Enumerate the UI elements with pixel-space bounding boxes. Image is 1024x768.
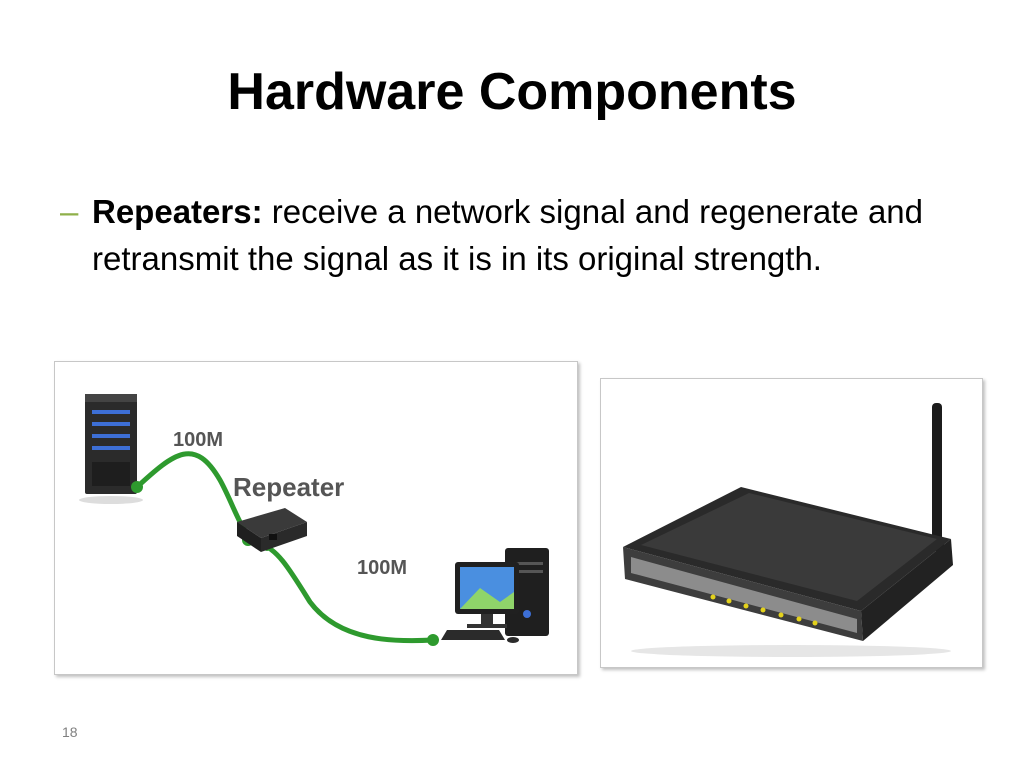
wireless-router-image	[600, 378, 983, 668]
bullet-text: Repeaters: receive a network signal and …	[92, 188, 952, 282]
repeater-device-icon	[237, 508, 307, 552]
bullet-term: Repeaters:	[92, 193, 263, 230]
repeater-diagram-image: 100M Repeater 100M	[54, 361, 578, 675]
cable-endpoint-computer	[427, 634, 439, 646]
bullet-description: receive a network signal and regenerate …	[92, 193, 923, 277]
label-top-speed: 100M	[173, 429, 223, 451]
cable-endpoint-server	[131, 481, 143, 493]
bullet-marker: –	[60, 193, 79, 230]
label-bottom-speed: 100M	[357, 557, 407, 579]
slide-title: Hardware Components	[227, 63, 797, 121]
page-number: 18	[62, 724, 78, 740]
wireless-router-icon	[623, 403, 953, 657]
server-tower-icon	[79, 394, 143, 504]
desktop-computer-icon	[441, 548, 549, 643]
label-repeater: Repeater	[233, 472, 344, 502]
